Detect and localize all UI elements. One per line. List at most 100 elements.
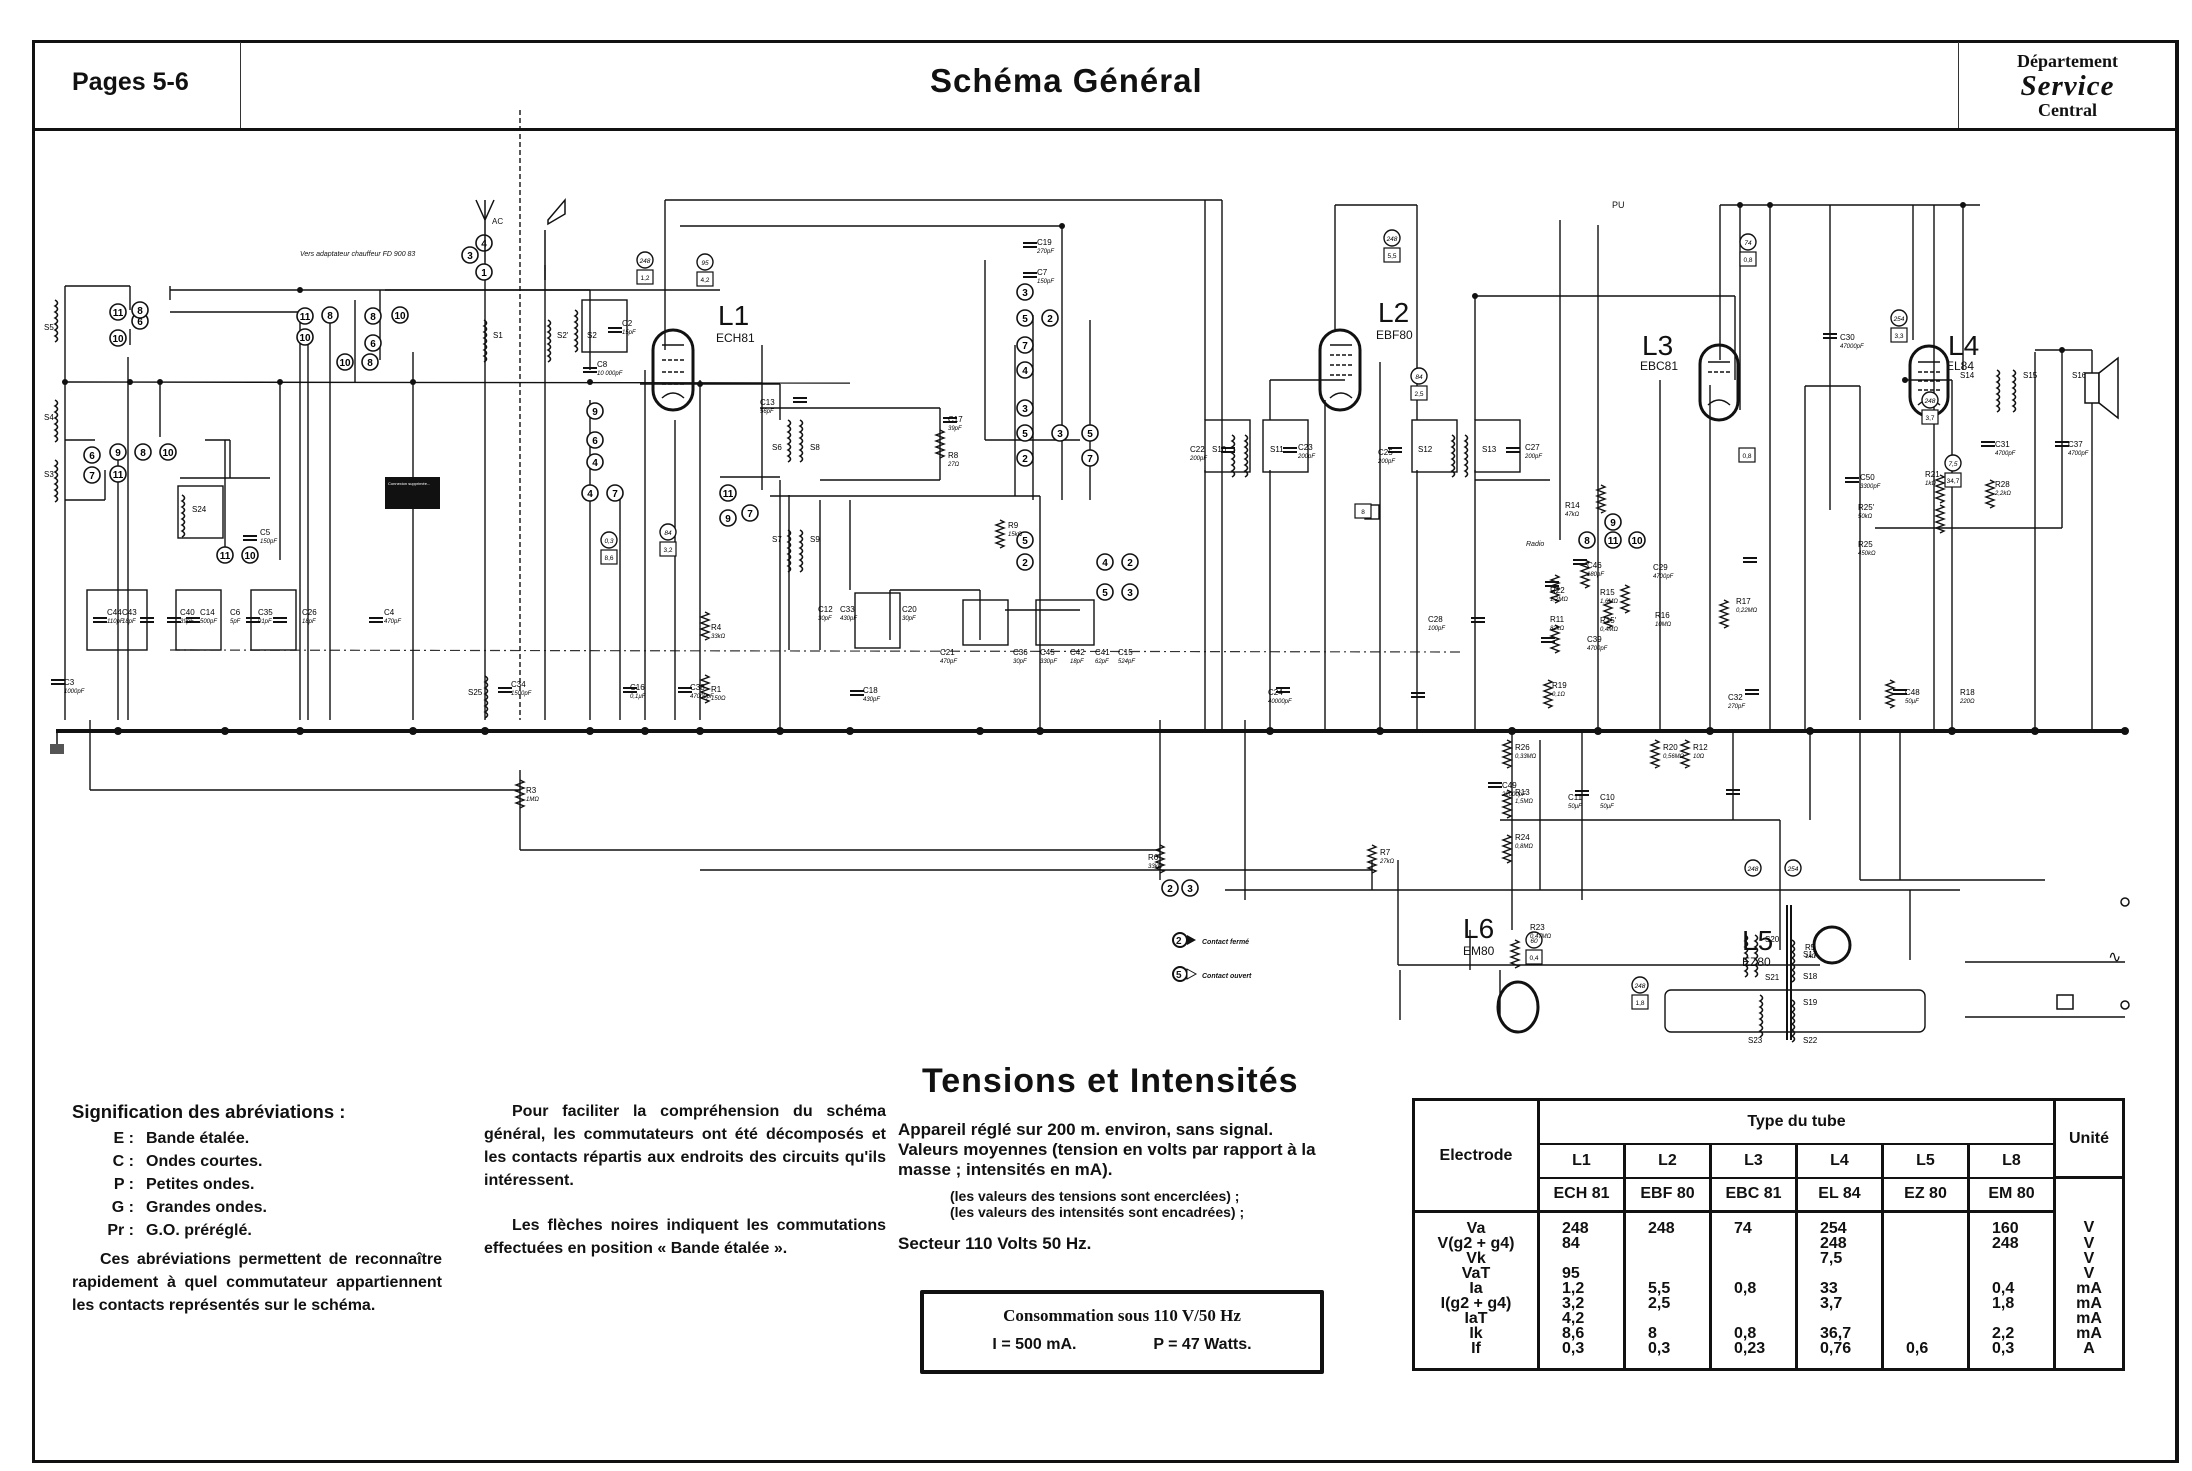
department-line: Central (2038, 100, 2097, 121)
consumption-title: Consommation sous 110 V/50 Hz (1003, 1306, 1241, 1325)
svg-text:3,2: 3,2 (663, 547, 672, 554)
unit-cell: mA (2053, 1296, 2124, 1312)
table-cell: 0,6 (1881, 1341, 1969, 1370)
svg-text:10Ω: 10Ω (1693, 754, 1705, 760)
svg-text:C46: C46 (1587, 561, 1602, 570)
svg-text:15pF: 15pF (622, 330, 636, 336)
svg-text:C17: C17 (948, 415, 963, 424)
svg-text:11: 11 (220, 551, 231, 562)
svg-text:10 000pF: 10 000pF (597, 371, 623, 377)
svg-text:18pF: 18pF (122, 619, 136, 625)
tube-L1-icon (651, 328, 695, 412)
switch-contact: 11 (109, 465, 127, 483)
svg-text:C10: C10 (1600, 793, 1615, 802)
tube-L1-label: L1 (718, 300, 749, 331)
voltage-current-marker: 842,5 (1410, 367, 1428, 401)
page-title: Schéma Général (930, 62, 1203, 99)
svg-text:0,8: 0,8 (1743, 257, 1752, 264)
tube-L4-label: L4 (1948, 330, 1979, 361)
ground-symbol-icon (50, 744, 64, 754)
coil-label: S19 (1803, 998, 1818, 1007)
svg-text:27kΩ: 27kΩ (1379, 859, 1395, 865)
svg-text:0,3: 0,3 (604, 538, 613, 545)
svg-text:33kΩ: 33kΩ (711, 634, 726, 640)
svg-text:47kΩ: 47kΩ (1565, 512, 1580, 518)
coil-label: S18 (1803, 972, 1818, 981)
table-cell (1709, 1236, 1797, 1251)
component-label: R4 33kΩ (711, 623, 726, 640)
svg-text:9: 9 (592, 407, 598, 418)
header-electrode: Electrode (1413, 1099, 1540, 1213)
switch-contact: 7 (606, 484, 624, 502)
switch-contact: 3 (1181, 879, 1199, 897)
table-cell: 4,2 (1562, 1310, 1585, 1327)
svg-text:C30: C30 (1840, 333, 1855, 342)
coil-label: S23 (1748, 1036, 1763, 1045)
svg-text:10: 10 (394, 311, 406, 322)
svg-text:C4: C4 (384, 608, 395, 617)
svg-text:C26: C26 (302, 608, 317, 617)
current-marker: 8 (1354, 503, 1372, 519)
svg-text:4700pF: 4700pF (1995, 451, 2016, 457)
table-cell: 0,76 (1795, 1341, 1883, 1370)
switch-contact: 8 (364, 307, 382, 325)
svg-text:C2: C2 (622, 319, 633, 328)
mains-terminals (2056, 897, 2130, 1010)
tensions-note: (les valeurs des tensions sont encerclée… (950, 1188, 1240, 1204)
table-cell: 0,3 (1967, 1341, 2055, 1370)
switch-contact: 10 (109, 329, 127, 347)
antenna-label: AC (492, 217, 503, 226)
svg-text:248: 248 (1924, 398, 1936, 405)
tube-L3-type: EBC81 (1640, 359, 1678, 373)
svg-text:C45: C45 (1040, 648, 1055, 657)
legend-open-label: Contact ouvert (1202, 973, 1252, 980)
svg-text:R4: R4 (711, 623, 722, 632)
svg-text:R6: R6 (1148, 853, 1159, 862)
svg-text:200pF: 200pF (1524, 454, 1542, 460)
table-cell (1881, 1281, 1969, 1296)
svg-text:91pF: 91pF (258, 619, 272, 625)
svg-text:82kΩ: 82kΩ (1550, 626, 1565, 632)
svg-text:C19: C19 (1037, 238, 1052, 247)
switch-contact: 3 (1016, 399, 1034, 417)
svg-text:11: 11 (1608, 536, 1619, 547)
table-cell: 248 (1623, 1211, 1711, 1236)
switch-contact: 11 (296, 307, 314, 325)
svg-text:8: 8 (140, 448, 146, 459)
table-cell: 3,7 (1795, 1296, 1883, 1312)
svg-text:150pF: 150pF (1037, 279, 1054, 285)
svg-text:C14: C14 (200, 608, 215, 617)
unit-cell: A (2053, 1341, 2124, 1370)
svg-text:100pF: 100pF (1428, 626, 1445, 632)
svg-text:2,2kΩ: 2,2kΩ (1994, 491, 2011, 497)
tube-type: EL 84 (1795, 1177, 1883, 1213)
svg-text:524pF: 524pF (1118, 659, 1135, 665)
unit-cell: V (2053, 1266, 2124, 1282)
switch-contact: 11 (109, 303, 127, 321)
switch-contact: 10 (1628, 531, 1646, 549)
table-cell (1795, 1266, 1883, 1281)
coil-label: S20 (1765, 935, 1780, 944)
table-cell: 248 (1795, 1236, 1883, 1252)
coil-label: S6 (772, 443, 782, 452)
svg-text:50kΩ: 50kΩ (1858, 514, 1873, 520)
